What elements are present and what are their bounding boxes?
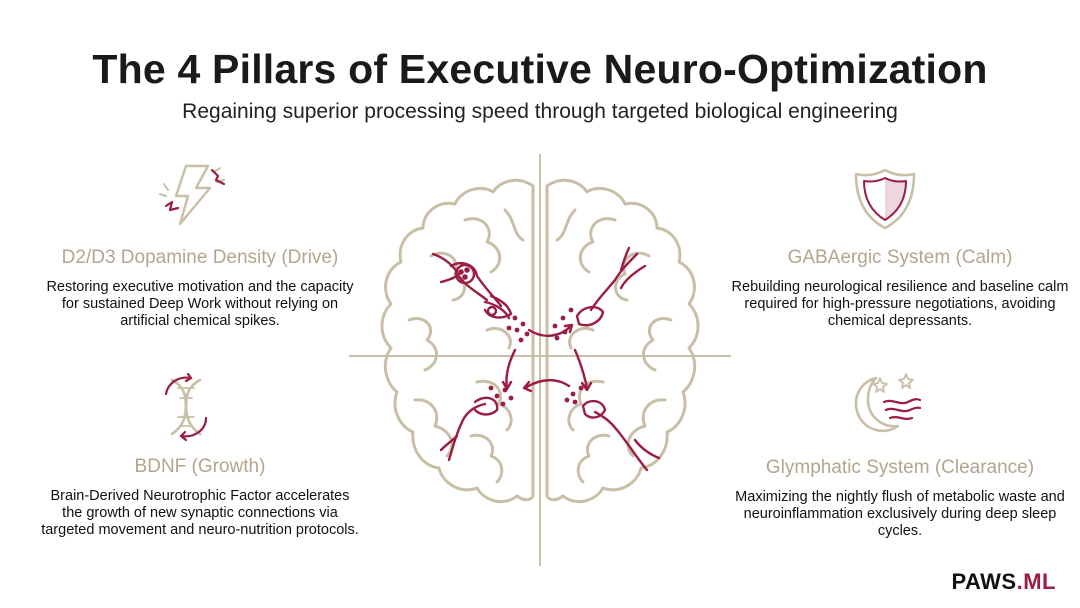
dna-helix-icon: [164, 372, 208, 442]
brain-illustration: [349, 154, 731, 566]
neurotransmitter-dots: [488, 307, 584, 407]
right-hemisphere: [545, 178, 700, 504]
neuron-network: [431, 246, 661, 472]
page-title: The 4 Pillars of Executive Neuro-Optimiz…: [92, 46, 988, 92]
brand-logo: PAWS.ML: [951, 569, 1056, 595]
pillar-title: D2/D3 Dopamine Density (Drive): [61, 247, 339, 268]
pillar-glymphatic: Glymphatic System (Clearance) Maximizing…: [730, 457, 1070, 540]
brand-suffix: .ML: [1016, 569, 1056, 594]
moon-stars-icon: [854, 373, 922, 433]
pillar-description: Maximizing the nightly flush of metaboli…: [735, 489, 1065, 539]
pillar-dopamine: D2/D3 Dopamine Density (Drive) Restoring…: [40, 247, 360, 330]
shield-icon: [854, 168, 916, 230]
pillar-gaba: GABAergic System (Calm) Rebuilding neuro…: [730, 247, 1070, 330]
left-hemisphere: [380, 178, 535, 504]
pillar-bdnf: BDNF (Growth) Brain-Derived Neurotrophic…: [40, 456, 360, 539]
pillar-title: BDNF (Growth): [134, 456, 266, 477]
pillar-title: GABAergic System (Calm): [787, 247, 1013, 268]
pillar-description: Brain-Derived Neurotrophic Factor accele…: [41, 488, 359, 538]
pillar-description: Rebuilding neurological resilience and b…: [731, 279, 1069, 329]
pillar-description: Restoring executive motivation and the c…: [46, 279, 354, 329]
pillar-title: Glymphatic System (Clearance): [765, 457, 1035, 478]
brand-name: PAWS: [951, 569, 1017, 594]
page-subtitle: Regaining superior processing speed thro…: [182, 100, 898, 123]
lightning-bolt-icon: [159, 164, 226, 226]
